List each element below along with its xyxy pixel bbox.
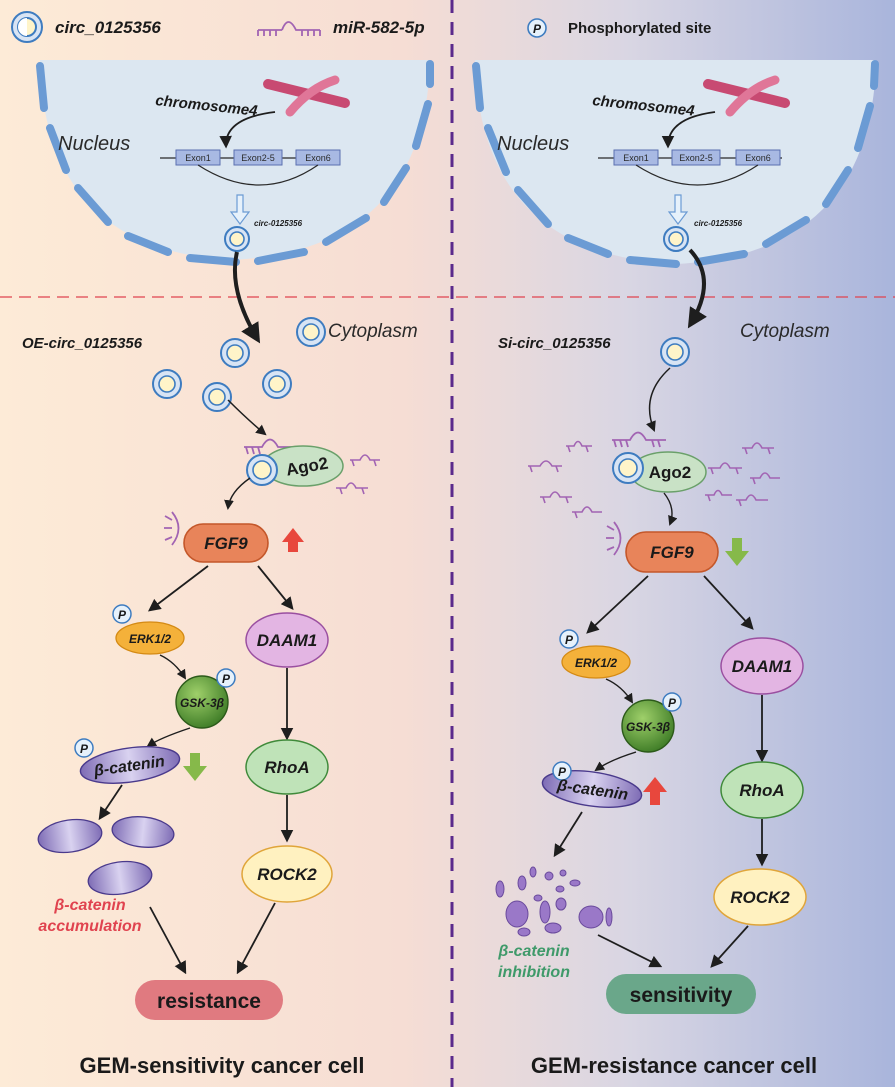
right-exon-3: Exon6 (745, 153, 771, 163)
right-erk-phospho-icon (559, 629, 579, 649)
right-result-node (606, 974, 756, 1014)
left-nucleus-label: Nucleus (58, 133, 130, 155)
right-fgf9-down-arrow (725, 538, 749, 566)
svg-text:P: P (533, 22, 542, 36)
left-fgf9-node (183, 523, 269, 563)
right-bcatenin-node (541, 770, 643, 808)
left-rhoa-label: RhoA (264, 758, 309, 777)
right-free-mirna (528, 440, 780, 519)
left-circ-small-label: circ-0125356 (254, 219, 303, 228)
right-cytoplasm-label: Cytoplasm (740, 321, 830, 342)
left-outcome-line2: accumulation (38, 918, 141, 935)
right-rhoa-node (720, 761, 804, 819)
left-outcome-line1: β-catenin (53, 897, 126, 914)
right-nucleus-arrow (667, 194, 689, 225)
right-bcatenin-phospho-icon (552, 761, 572, 781)
left-gsk-phospho-icon (216, 668, 236, 688)
svg-text:P: P (668, 696, 677, 710)
left-bcatenin-down-arrow (183, 753, 207, 781)
right-circrna (660, 337, 690, 367)
mirna-legend-icon (257, 21, 321, 36)
left-erk-phospho-icon (112, 604, 132, 624)
left-fgf9-label: FGF9 (204, 534, 248, 553)
legend-circ-label: circ_0125356 (55, 18, 161, 37)
right-erk-node (561, 645, 631, 679)
right-rhoa-label: RhoA (739, 781, 784, 800)
left-rhoa-node (245, 739, 329, 795)
left-exon-1: Exon1 (185, 153, 211, 163)
left-daam1-label: DAAM1 (257, 631, 317, 650)
right-circ-nucleus-icon (663, 226, 689, 252)
legend-mir-label: miR-582-5p (333, 18, 425, 37)
right-fgf9-label: FGF9 (650, 543, 694, 562)
left-circrna-cluster (152, 317, 326, 412)
left-condition-label: OE-circ_0125356 (22, 335, 143, 352)
right-gsk-phospho-icon (662, 692, 682, 712)
left-erk-node (115, 621, 185, 655)
right-fgf9-mirna (606, 521, 622, 556)
right-nucleus-label: Nucleus (497, 133, 569, 155)
left-daam1-node (245, 612, 329, 668)
left-free-mirna (336, 454, 380, 495)
left-rock2-label: ROCK2 (257, 865, 317, 884)
left-cytoplasm-label: Cytoplasm (328, 321, 418, 342)
right-fgf9-node (625, 531, 719, 573)
right-outcome-line1: β-catenin (497, 943, 570, 960)
svg-text:P: P (118, 608, 127, 622)
right-circ-small-label: circ-0125356 (694, 219, 743, 228)
phospho-legend-icon: P (527, 18, 547, 38)
right-bcatenin-up-arrow (643, 777, 667, 805)
right-result-label: sensitivity (630, 984, 733, 1007)
svg-text:P: P (222, 672, 231, 686)
left-result-label: resistance (157, 990, 261, 1013)
right-erk-label: ERK1/2 (575, 656, 617, 670)
right-gsk-label: GSK-3β (626, 720, 671, 734)
left-bcatenin-accumulation-cluster (37, 816, 175, 896)
right-exon-row: Exon1 Exon2-5 Exon6 (613, 149, 781, 166)
left-fgf9-up-arrow (282, 528, 304, 552)
left-footer-label: GEM-sensitivity cancer cell (80, 1053, 365, 1078)
left-result-node (135, 980, 283, 1020)
right-rock2-label: ROCK2 (730, 888, 790, 907)
left-ago2-complex: Ago2 (244, 438, 344, 487)
right-ago2-label: Ago2 (649, 463, 692, 482)
left-nucleus-arrow (229, 194, 251, 225)
right-condition-label: Si-circ_0125356 (498, 335, 611, 352)
right-outcome-line2: inhibition (498, 964, 570, 981)
right-rock2-node (713, 868, 807, 926)
right-nuclear-envelope (472, 60, 879, 268)
left-gsk-label: GSK-3β (180, 696, 225, 710)
right-daam1-node (720, 637, 804, 695)
right-exon-1: Exon1 (623, 153, 649, 163)
right-ago2-complex: Ago2 (612, 431, 707, 493)
left-circ-nucleus-icon (224, 226, 250, 252)
left-erk-label: ERK1/2 (129, 632, 171, 646)
left-exon-row: Exon1 Exon2-5 Exon6 (175, 149, 341, 166)
right-footer-label: GEM-resistance cancer cell (531, 1053, 817, 1078)
legend-phospho-label: Phosphorylated site (568, 20, 711, 37)
left-bcatenin-node (79, 746, 181, 784)
left-nuclear-envelope (36, 60, 434, 266)
right-daam1-label: DAAM1 (732, 657, 792, 676)
left-fgf9-mirna (164, 511, 180, 546)
right-panel: chromosome4 Nucleus Exon1 Exon2-5 Exon6 … (472, 60, 879, 1078)
svg-text:P: P (80, 742, 89, 756)
right-bcatenin-inhibition-fragments (495, 866, 613, 937)
left-panel: chromosome4 Nucleus Exon1 Exon2-5 Exon6 … (22, 60, 434, 1078)
left-exon-3: Exon6 (305, 153, 331, 163)
right-exon-2: Exon2-5 (679, 153, 713, 163)
left-exon-2: Exon2-5 (241, 153, 275, 163)
left-bcatenin-phospho-icon (74, 738, 94, 758)
left-rock2-node (241, 845, 333, 903)
left-chromosome-icon (263, 75, 350, 117)
left-gsk-node (175, 675, 229, 729)
circ-legend-icon (11, 11, 43, 43)
svg-text:P: P (565, 633, 574, 647)
svg-text:P: P (558, 765, 567, 779)
right-chromosome-icon (703, 75, 790, 117)
legend: circ_0125356 miR-582-5p P Phosphorylated… (11, 11, 711, 43)
right-gsk-node (621, 699, 675, 753)
